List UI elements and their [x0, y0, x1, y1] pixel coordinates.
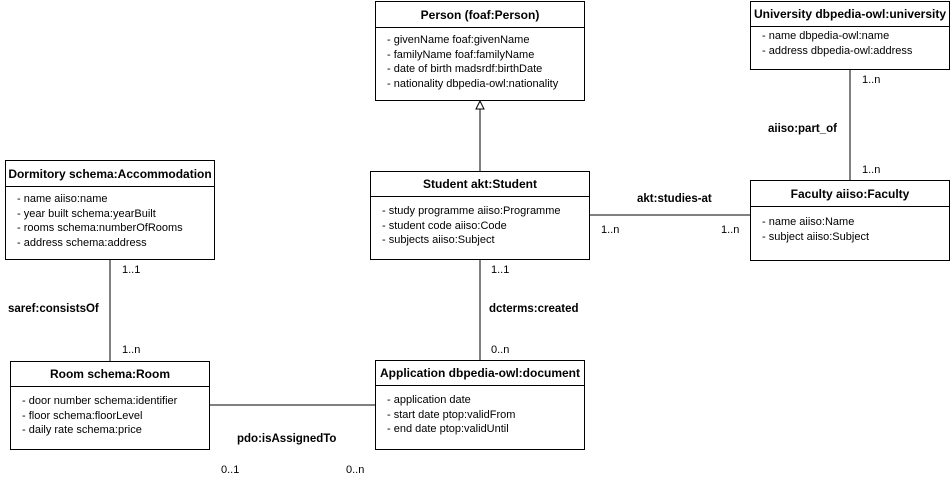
- multiplicity-label: 1..1: [491, 264, 510, 276]
- multiplicity-label: 0..n: [491, 344, 510, 356]
- class-attribute: - application date: [387, 394, 471, 406]
- class-attributes: - givenName foaf:givenName - familyName …: [376, 28, 584, 91]
- class-faculty[interactable]: Faculty aiiso:Faculty - name aiiso:Name …: [750, 180, 950, 261]
- class-application[interactable]: Application dbpedia-owl:document - appli…: [375, 360, 585, 450]
- class-attribute: - name aiiso:Name: [762, 216, 855, 228]
- class-attribute: - start date ptop:validFrom: [387, 408, 516, 421]
- class-attributes: - study programme aiiso:Programme - stud…: [371, 197, 589, 248]
- class-room[interactable]: Room schema:Room - door number schema:id…: [10, 361, 210, 450]
- relation-label-studies-at: akt:studies-at: [637, 193, 712, 205]
- class-attribute: - name aiiso:name: [17, 193, 108, 205]
- class-attribute: - subjects aiiso:Subject: [382, 234, 495, 247]
- multiplicity-label: 1..n: [601, 224, 620, 236]
- class-attributes: - name aiiso:Name - subject aiiso:Subjec…: [751, 207, 949, 244]
- class-title: Dormitory schema:Accommodation: [6, 161, 214, 187]
- multiplicity-label: 0..1: [221, 464, 240, 476]
- class-title: Student akt:Student: [371, 172, 589, 197]
- relation-label-assigned-to: pdo:isAssignedTo: [237, 433, 337, 445]
- class-attribute: - date of birth madsrdf:birthDate: [387, 63, 543, 76]
- class-attributes: - name dbpedia-owl:name - address dbpedi…: [751, 27, 949, 58]
- class-attribute: - floor schema:floorLevel: [22, 409, 143, 422]
- multiplicity-label: 1..n: [721, 224, 740, 236]
- relation-label-created: dcterms:created: [489, 303, 579, 315]
- class-attributes: - door number schema:identifier - floor …: [11, 387, 209, 438]
- relation-label-part-of: aiiso:part_of: [768, 123, 838, 135]
- class-title: Room schema:Room: [11, 362, 209, 387]
- relation-label-consists-of: saref:consistsOf: [8, 303, 99, 315]
- class-attribute: - name dbpedia-owl:name: [762, 30, 890, 42]
- class-attribute: - address schema:address: [17, 236, 147, 249]
- inheritance-arrowhead: [475, 99, 485, 110]
- class-student[interactable]: Student akt:Student - study programme ai…: [370, 171, 590, 260]
- class-attribute: - address dbpedia-owl:address: [762, 44, 913, 57]
- class-title: University dbpedia-owl:university: [751, 2, 949, 27]
- class-person[interactable]: Person (foaf:Person) - givenName foaf:gi…: [375, 1, 585, 101]
- class-attribute: - nationality dbpedia-owl:nationality: [387, 77, 559, 90]
- class-attribute: - rooms schema:numberOfRooms: [17, 222, 183, 235]
- class-title: Application dbpedia-owl:document: [376, 361, 584, 386]
- multiplicity-label: 1..n: [862, 164, 881, 176]
- class-attribute: - end date ptop:validUntil: [387, 423, 509, 436]
- class-title: Faculty aiiso:Faculty: [751, 181, 949, 207]
- class-dormitory[interactable]: Dormitory schema:Accommodation - name ai…: [5, 160, 215, 260]
- class-attribute: - familyName foaf:familyName: [387, 48, 535, 61]
- class-attribute: - year built schema:yearBuilt: [17, 207, 156, 220]
- multiplicity-label: 1..1: [122, 264, 141, 276]
- class-attribute: - subject aiiso:Subject: [762, 230, 869, 243]
- multiplicity-label: 1..n: [862, 74, 881, 86]
- class-university[interactable]: University dbpedia-owl:university - name…: [750, 1, 950, 70]
- class-title: Person (foaf:Person): [376, 2, 584, 28]
- class-attributes: - name aiiso:name - year built schema:ye…: [6, 187, 214, 250]
- class-attribute: - study programme aiiso:Programme: [382, 205, 561, 217]
- class-attributes: - application date - start date ptop:val…: [376, 386, 584, 437]
- multiplicity-label: 1..n: [122, 344, 141, 356]
- class-attribute: - givenName foaf:givenName: [387, 34, 530, 46]
- class-attribute: - door number schema:identifier: [22, 395, 178, 407]
- class-attribute: - daily rate schema:price: [22, 424, 142, 437]
- multiplicity-label: 0..n: [346, 464, 365, 476]
- class-attribute: - student code aiiso:Code: [382, 219, 507, 232]
